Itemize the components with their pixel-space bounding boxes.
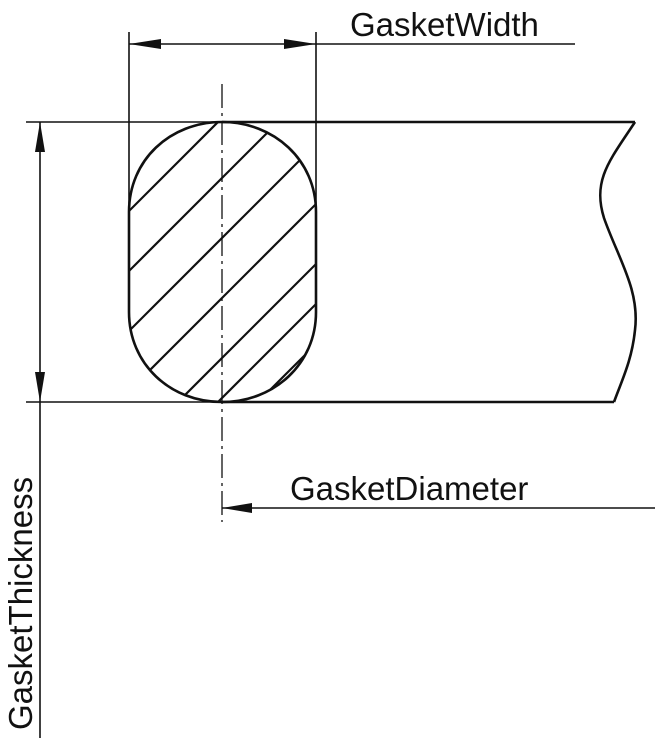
body-break-line (598, 121, 638, 403)
gasket-width-label: GasketWidth (350, 6, 539, 43)
diameter-dimension: GasketDiameter (222, 470, 655, 513)
width-arrow-right (284, 39, 316, 49)
gasket-body-outline (222, 120, 638, 404)
width-arrow-left (129, 39, 161, 49)
gasket-diameter-label: GasketDiameter (290, 470, 528, 507)
diameter-arrow (222, 503, 252, 513)
section-hatching (129, 122, 316, 402)
thickness-arrow-bottom (35, 372, 45, 402)
width-dimension: GasketWidth (128, 6, 575, 212)
gasket-thickness-label: GasketThickness (2, 477, 39, 730)
thickness-arrow-top (35, 122, 45, 152)
thickness-dimension: GasketThickness (2, 121, 222, 738)
gasket-outline (127, 120, 318, 404)
gasket-cross-section (127, 120, 318, 404)
